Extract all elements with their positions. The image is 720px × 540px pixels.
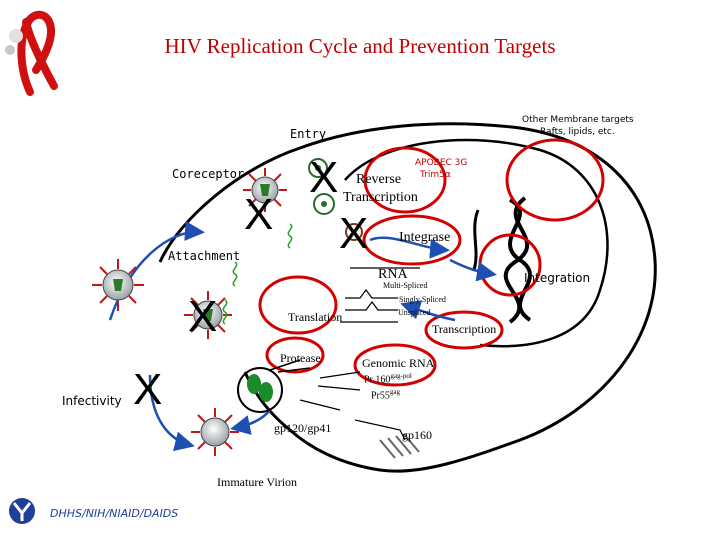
target-integrase-circle [362,214,462,266]
label-immature-virion: Immature Virion [217,475,298,489]
virion-coreceptor [243,168,287,212]
footer-agency: DHHS/NIH/NIAID/DAIDS [50,507,179,520]
target-genomic-rna-circle [353,343,437,387]
block-mark-entry: X [309,153,339,202]
target-transcription-circle [424,310,504,350]
label-pr55-sup: gag [389,388,401,396]
target-translation-circle [258,275,338,335]
cell-membrane [158,122,657,473]
entry-capsid-1 [308,158,328,178]
polyprotein-lines [299,371,406,441]
label-pr160-sup: gag-pol [390,372,412,380]
label-attachment: Attachment [168,249,241,263]
label-gp120-gp41: gp120/gp41 [274,421,332,435]
label-other-membrane: Other Membrane targets [522,115,634,125]
virion-attached [184,291,232,339]
target-apobec-circle [363,146,447,214]
label-pr160: Pr 160gag-pol [364,372,412,385]
label-pr55-text: Pr55 [371,390,390,402]
label-reverse: Reverse [356,172,402,187]
block-mark-coreceptor: X [244,190,274,239]
gp160-spikes [379,433,420,459]
label-rafts-lipids: Rafts, lipids, etc. [540,127,615,137]
label-multi-spliced: Multi-Spliced [383,281,428,290]
label-transcription: Transcription [432,322,497,336]
nih-logo [9,498,35,524]
label-translation: Translation [288,310,343,324]
label-trim5a: Trim5α [420,170,451,180]
block-mark-infectivity: X [133,365,163,414]
host-dna-icon [472,196,532,324]
label-pr55: Pr55gag [371,388,400,401]
cell-receptors [222,223,293,325]
label-genomic-rna: Genomic RNA [362,356,435,370]
nucleus-outline [344,138,609,348]
label-singly-spliced: Singly Spliced [399,295,446,304]
block-mark-attachment: X [188,292,218,341]
label-integration: Integration [524,271,591,285]
target-membrane-circle [505,138,605,222]
target-protease-circle [265,336,325,374]
label-unspliced: Unspliced [398,308,431,317]
virion-particles [92,158,363,456]
label-coreceptor: Coreceptor [172,167,245,181]
aids-ribbon-logo [5,10,58,96]
label-entry: Entry [290,127,327,141]
label-transcription-rt: Transcription [343,190,418,205]
label-pr160-text: Pr 160 [364,374,391,386]
rna-transcripts [340,267,420,323]
entry-capsid-2 [313,193,335,215]
virion-immature [191,408,239,456]
budding-virion [237,359,311,413]
label-rna: RNA [378,267,408,282]
virion-free-1 [92,259,144,311]
label-apobec: APOBEC 3G [415,158,468,168]
label-infectivity: Infectivity [62,394,122,408]
rt-capsid [345,223,363,241]
label-integrase: Integrase [399,230,451,245]
label-gp160: gp160 [402,428,432,442]
block-mark-reverse-transcription: X [339,209,369,258]
page-title: HIV Replication Cycle and Prevention Tar… [164,34,556,58]
label-protease: Protease [280,351,321,365]
prevention-target-circles [258,138,605,387]
